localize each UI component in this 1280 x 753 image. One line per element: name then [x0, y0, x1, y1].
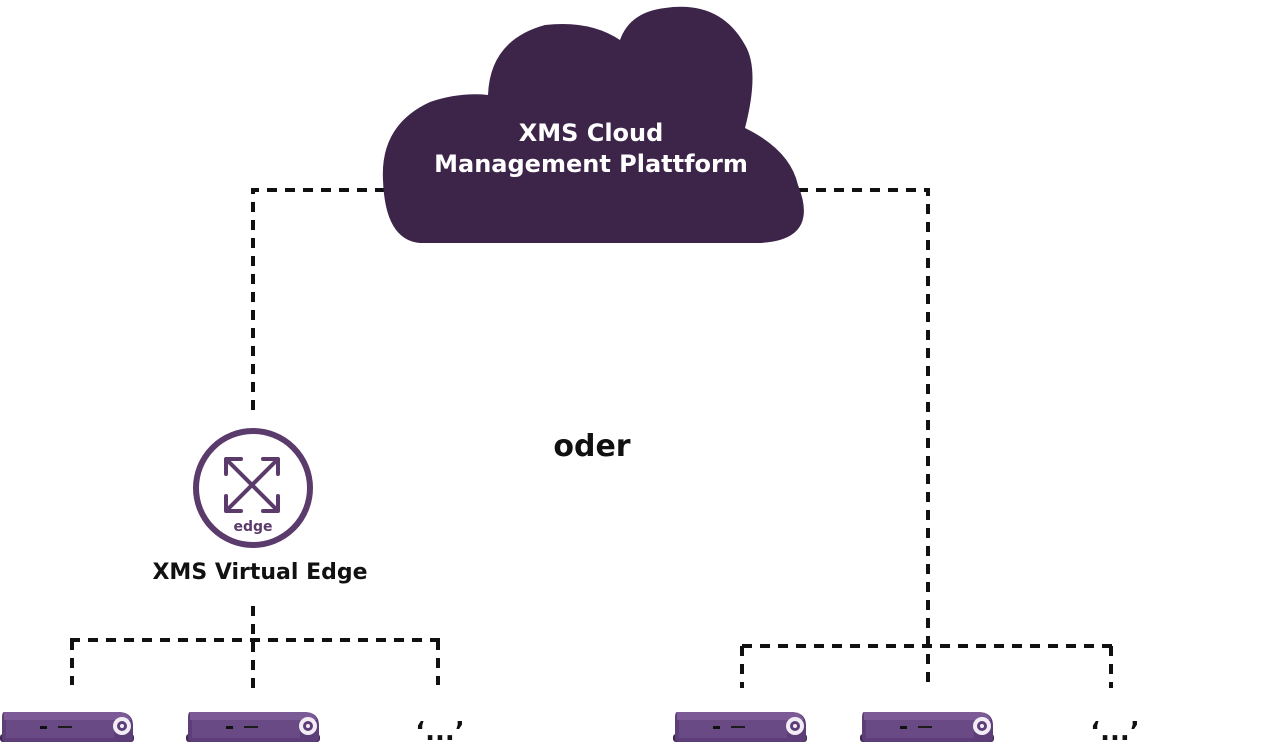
access-point-device-icon: [0, 712, 134, 742]
ellipsis-left: ‘...’: [415, 717, 464, 747]
access-point-device-icon: [860, 712, 994, 742]
ellipsis-right: ‘...’: [1090, 717, 1139, 747]
access-point-device-icon: [186, 712, 320, 742]
edge-label: XMS Virtual Edge: [152, 560, 367, 585]
cloud-title-line1: XMS Cloud: [519, 119, 664, 147]
oder-label: oder: [553, 429, 630, 464]
edge-icon: edge: [193, 428, 313, 548]
cloud-title-line2: Management Plattform: [434, 150, 748, 178]
connector-lines: [70, 188, 1113, 690]
access-point-device-icon: [673, 712, 807, 742]
cloud-icon: [382, 6, 804, 244]
edge-icon-text: edge: [233, 519, 272, 535]
